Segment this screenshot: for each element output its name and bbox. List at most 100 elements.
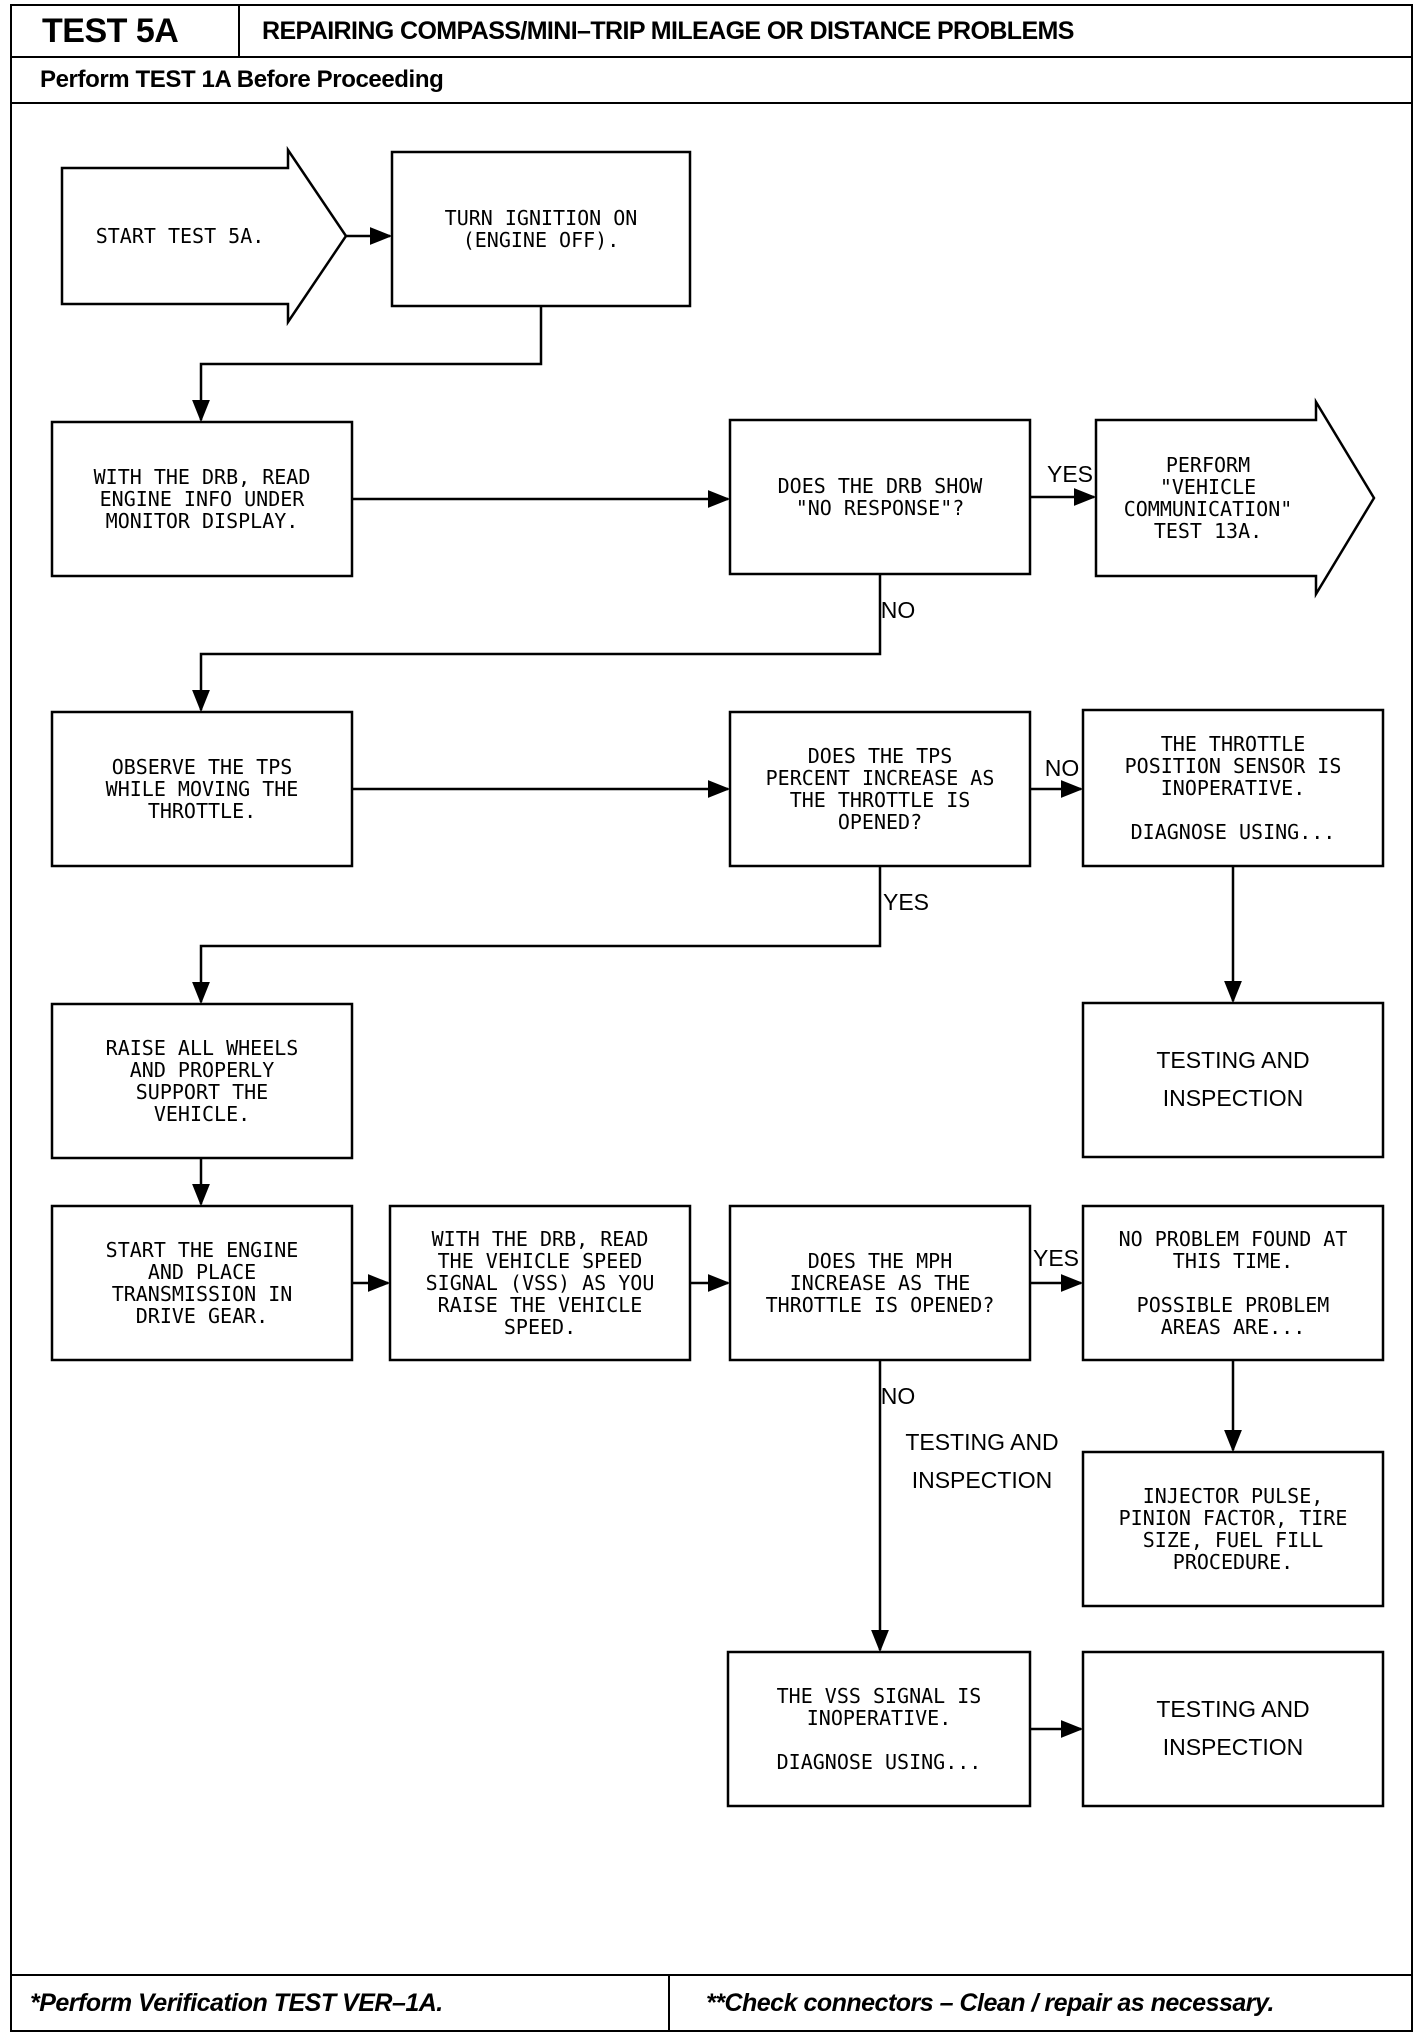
ignition-to-read-arrow [192, 306, 543, 423]
mph-increase-question-line: DOES THE MPH [808, 1249, 953, 1273]
read-engine-info-box-line: WITH THE DRB, READ [94, 465, 311, 489]
injector-pulse-box-line: INJECTOR PULSE, [1143, 1484, 1324, 1508]
read-vss-box-line: SIGNAL (VSS) AS YOU [426, 1271, 655, 1295]
tps-increase-question-line: THE THROTTLE IS [790, 788, 971, 812]
drb-no-response-question-line: DOES THE DRB SHOW [778, 474, 984, 498]
start-test-arrow-node: START TEST 5A. [60, 145, 348, 327]
start-test-arrow-node-line: START TEST 5A. [96, 224, 265, 248]
testing-inspection-box-1: TESTING AND INSPECTION [1081, 1001, 1385, 1159]
testing-inspection-box-1-frame [1081, 1001, 1385, 1159]
raise-wheels-box-line: RAISE ALL WHEELS [106, 1036, 299, 1060]
vss-inoperative-box-frame [726, 1650, 1032, 1808]
testing-inspection-box-2-line: INSPECTION [1163, 1734, 1304, 1760]
read-engine-info-box-line: MONITOR DISPLAY. [106, 509, 299, 533]
testing-inspection-box-2-line: TESTING AND [1156, 1696, 1309, 1722]
start-engine-box-line: DRIVE GEAR. [136, 1304, 268, 1328]
vss-inoperative-box-line: THE VSS SIGNAL IS [777, 1684, 982, 1708]
page-title: REPAIRING COMPASS/MINI–TRIP MILEAGE OR D… [262, 17, 1074, 45]
turn-ignition-on-box: TURN IGNITION ON(ENGINE OFF). [390, 150, 692, 308]
read-vss-box-line: WITH THE DRB, READ [432, 1227, 649, 1251]
observe-tps-box-frame [50, 710, 354, 868]
drb-no-response-question: DOES THE DRB SHOW"NO RESPONSE"? [728, 418, 1032, 576]
injector-pulse-box-line: PROCEDURE. [1173, 1550, 1293, 1574]
tps-inoperative-box-line: INOPERATIVE. [1161, 776, 1306, 800]
start-engine-box-line: START THE ENGINE [106, 1238, 299, 1262]
start-engine-box-line: TRANSMISSION IN [112, 1282, 293, 1306]
footer-verification-note: *Perform Verification TEST VER–1A. [12, 1976, 670, 2030]
tps-inoperative-box-frame [1081, 708, 1385, 868]
injector-pulse-box-line: PINION FACTOR, TIRE [1119, 1506, 1348, 1530]
perform-test-13a-arrow-node-line: TEST 13A. [1154, 519, 1262, 543]
testing-inspection-box-1-line: TESTING AND [1156, 1047, 1309, 1073]
read-engine-info-box-frame [50, 420, 354, 578]
vss-inoperative-box-line: INOPERATIVE. [807, 1706, 952, 1730]
read-engine-info-box-line: ENGINE INFO UNDER [100, 487, 306, 511]
tps-inoperative-box-line: POSITION SENSOR IS [1125, 754, 1342, 778]
perform-test-13a-arrow-node-shape [1094, 397, 1376, 599]
no-problem-found-box-line: POSSIBLE PROBLEM [1137, 1293, 1330, 1317]
tps-inoperative-box-line: THE THROTTLE [1161, 732, 1306, 756]
perform-test-13a-arrow-node-line: PERFORM [1166, 453, 1250, 477]
vss-inoperative-box-line: DIAGNOSE USING... [777, 1750, 982, 1774]
test-id: TEST 5A [12, 6, 240, 56]
tps-increase-question-line: DOES THE TPS [808, 744, 953, 768]
footer: *Perform Verification TEST VER–1A. **Che… [12, 1974, 1411, 2030]
tps-inoperative-box-line: DIAGNOSE USING... [1131, 820, 1336, 844]
q3-no-label: NO [881, 1383, 916, 1409]
observe-tps-box-line: OBSERVE THE TPS [112, 755, 293, 779]
injector-pulse-box-line: SIZE, FUEL FILL [1143, 1528, 1324, 1552]
turn-ignition-on-box-line: (ENGINE OFF). [463, 228, 620, 252]
observe-tps-box-line: THROTTLE. [148, 799, 256, 823]
tps-increase-question-line: OPENED? [838, 810, 922, 834]
testing-inspection-box-2: TESTING AND INSPECTION [1081, 1650, 1385, 1808]
raise-wheels-box-line: AND PROPERLY [130, 1058, 275, 1082]
mph-increase-question-line: THROTTLE IS OPENED? [766, 1293, 995, 1317]
raise-wheels-box-line: SUPPORT THE [136, 1080, 268, 1104]
q2-no-label: NO [1045, 755, 1080, 781]
testing-inspection-note-line2: INSPECTION [912, 1467, 1053, 1493]
q1-no-label: NO [881, 597, 916, 623]
q1-yes-label: YES [1047, 461, 1093, 487]
observe-tps-box-line: WHILE MOVING THE [106, 777, 299, 801]
turn-ignition-on-box-frame [390, 150, 692, 308]
testing-inspection-box-1-line: INSPECTION [1163, 1085, 1304, 1111]
no-problem-found-box-line: NO PROBLEM FOUND AT [1119, 1227, 1348, 1251]
read-vss-box-line: SPEED. [504, 1315, 576, 1339]
page-subtitle: Perform TEST 1A Before Proceeding [40, 66, 444, 93]
read-vss-box-line: RAISE THE VEHICLE [438, 1293, 643, 1317]
q2-yes-arrow [192, 866, 882, 1005]
testing-inspection-note: TESTING AND [905, 1429, 1058, 1455]
q1-no-arrow [192, 574, 882, 713]
turn-ignition-on-box-line: TURN IGNITION ON [445, 206, 638, 230]
drb-no-response-question-line: "NO RESPONSE"? [796, 496, 965, 520]
start-test-arrow-node-shape [60, 145, 348, 327]
footer-connector-note: **Check connectors – Clean / repair as n… [706, 1989, 1274, 2017]
raise-wheels-box-line: VEHICLE. [154, 1102, 250, 1126]
header-row: TEST 5A REPAIRING COMPASS/MINI–TRIP MILE… [12, 6, 1411, 58]
injector-pulse-box: INJECTOR PULSE,PINION FACTOR, TIRESIZE, … [1081, 1450, 1385, 1608]
perform-test-13a-arrow-node-line: COMMUNICATION" [1124, 497, 1293, 521]
start-engine-box-line: AND PLACE [148, 1260, 256, 1284]
subtitle-row: Perform TEST 1A Before Proceeding [12, 58, 1411, 104]
q3-yes-label: YES [1033, 1245, 1079, 1271]
no-problem-found-box-line: AREAS ARE... [1161, 1315, 1306, 1339]
mph-increase-question-frame [728, 1204, 1032, 1362]
no-problem-found-box-frame [1081, 1204, 1385, 1362]
read-vss-box-line: THE VEHICLE SPEED [438, 1249, 643, 1273]
q2-yes-label: YES [883, 889, 929, 915]
perform-test-13a-arrow-node-line: "VEHICLE [1160, 475, 1256, 499]
injector-pulse-box-frame [1081, 1450, 1385, 1608]
testing-inspection-box-2-frame [1081, 1650, 1385, 1808]
